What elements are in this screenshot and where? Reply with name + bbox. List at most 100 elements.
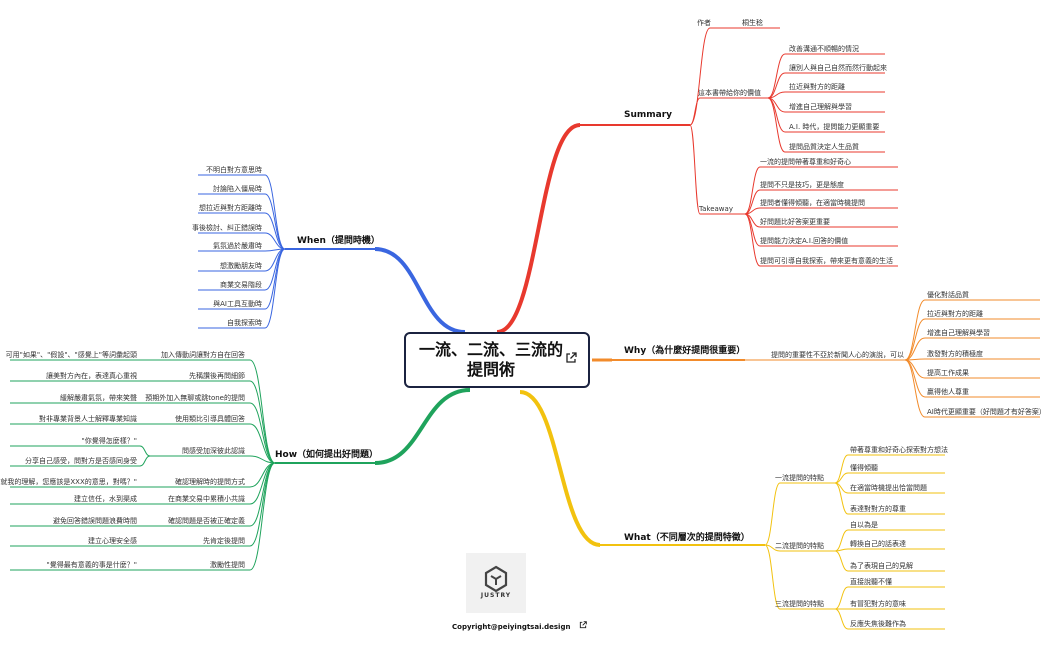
why-sub[interactable]: 提問的重要性不亞於新聞人心的演說，可以 <box>771 351 904 359</box>
value-item[interactable]: 拉近與對方的距離 <box>789 83 845 91</box>
connector-line <box>264 248 286 291</box>
value-item[interactable]: 改善溝通不順暢的情況 <box>789 45 859 53</box>
external-link-icon <box>579 621 587 631</box>
value-item[interactable]: 讓別人與自己自然而然行動起來 <box>789 64 887 72</box>
takeaway-item[interactable]: 好問題比好答案更重要 <box>760 218 830 226</box>
what-group-title[interactable]: 二流提問的特點 <box>775 542 824 550</box>
when-item[interactable]: 自我探索時 <box>227 319 262 327</box>
when-item[interactable]: 事後檢討、糾正錯誤時 <box>192 224 262 232</box>
how-sub-item[interactable]: 緩解嚴肅氣氛，帶來笑聲 <box>60 394 137 402</box>
connector-line <box>834 608 849 630</box>
when-item[interactable]: 想拉近與對方距離時 <box>199 204 262 212</box>
branch-why-label[interactable]: Why（為什麼好提問很重要） <box>624 346 746 356</box>
branch-how <box>374 388 471 465</box>
what-item[interactable]: 表達對對方的尊重 <box>850 505 906 513</box>
branch-how-label[interactable]: How（如何提出好問題） <box>275 450 379 460</box>
justry-logo: JUSTRY <box>466 553 526 613</box>
how-sub-item[interactable]: 建立信任，水到渠成 <box>74 495 137 503</box>
root-topic[interactable]: 一流、二流、三流的提問術 <box>404 332 590 388</box>
how-sub-item[interactable]: "就我的理解，您應該是XXX的意思，對嗎？" <box>0 478 137 486</box>
how-sub-item[interactable]: 對非專業背景人士解釋專業知識 <box>39 415 137 423</box>
why-item[interactable]: 拉近與對方的距離 <box>927 310 983 318</box>
when-item[interactable]: 商業交易階段 <box>220 281 262 289</box>
connector-line <box>249 380 276 464</box>
copyright-text[interactable]: Copyright@peiyingtsai.design <box>452 621 587 631</box>
why-item[interactable]: 優化對話品質 <box>927 291 969 299</box>
branch-summary-label[interactable]: Summary <box>624 110 673 120</box>
why-item[interactable]: 激發對方的積極度 <box>927 350 983 358</box>
when-item[interactable]: 想激勵朋友時 <box>220 262 262 270</box>
why-item[interactable]: 增進自己理解與學習 <box>927 329 990 337</box>
how-sub-item[interactable]: "你覺得怎麼樣？" <box>81 437 137 445</box>
how-item[interactable]: 確認問題是否被正確定義 <box>168 517 245 525</box>
connector-author <box>689 27 711 126</box>
connector-line <box>834 472 849 484</box>
value-item[interactable]: A.I. 時代，提問能力更顯重要 <box>789 123 880 131</box>
what-group-title[interactable]: 一流提問的特點 <box>775 474 824 482</box>
connector-line <box>904 318 926 361</box>
what-item[interactable]: 有冒犯對方的意味 <box>850 600 906 608</box>
author-key[interactable]: 作者 <box>697 19 711 27</box>
connector-line <box>249 423 276 464</box>
when-item[interactable]: 不明白對方意思時 <box>206 166 262 174</box>
branch-when-label[interactable]: When（提問時機） <box>297 236 380 246</box>
when-item[interactable]: 討論陷入僵局時 <box>213 185 262 193</box>
what-item[interactable]: 自以為是 <box>850 521 878 529</box>
why-item[interactable]: AI時代更顯重要（好問題才有好答案） <box>927 408 1046 416</box>
how-item[interactable]: 加入傳動詞讓對方自在回答 <box>161 351 245 359</box>
what-item[interactable]: 懂得傾聽 <box>850 464 878 472</box>
how-sub-item[interactable]: 建立心理安全感 <box>88 537 137 545</box>
copyright-label: Copyright@peiyingtsai.design <box>452 623 571 631</box>
connector-line <box>764 544 781 610</box>
author-name[interactable]: 桐生稔 <box>742 19 763 27</box>
what-item[interactable]: 直接說聽不懂 <box>850 578 892 586</box>
takeaway-item[interactable]: 提問可引導自我探索，帶來更有意義的生活 <box>760 257 893 265</box>
how-sub-item[interactable]: 可用"如果"、"假設"、"感覺上"等詞彙起頭 <box>5 351 137 359</box>
how-sub-item[interactable]: 讓美對方內在，表達真心重視 <box>46 372 137 380</box>
connector-line <box>834 586 849 610</box>
connector-line <box>139 455 151 467</box>
takeaway-item[interactable]: 提問不只是技巧，更是態度 <box>760 181 844 189</box>
how-item[interactable]: 激勵性提問 <box>210 561 245 569</box>
external-link-icon[interactable] <box>565 352 577 364</box>
connector-line <box>249 462 276 571</box>
how-item[interactable]: 使用類比引導具體回答 <box>175 415 245 423</box>
how-item[interactable]: 先肯定後提問 <box>203 537 245 545</box>
how-sub-item[interactable]: "覺得最有意義的事是什麼？" <box>46 561 137 569</box>
takeaway-item[interactable]: 提問者懂得傾聽，在適當時機提問 <box>760 199 865 207</box>
how-item[interactable]: 先稱讚後再問細節 <box>189 372 245 380</box>
what-item[interactable]: 轉換自己的話表達 <box>850 540 906 548</box>
what-item[interactable]: 帶著尊重和好奇心探索對方想法 <box>850 446 948 454</box>
what-item[interactable]: 在適當時機提出恰當問題 <box>850 484 927 492</box>
takeaway-item[interactable]: 提問能力決定A.I.回答的價值 <box>760 237 849 245</box>
value-item[interactable]: 提問品質決定人生品質 <box>789 143 859 151</box>
takeaway-item[interactable]: 一流的提問帶著尊重和好奇心 <box>760 158 851 166</box>
takeaway-title[interactable]: Takeaway <box>699 205 733 213</box>
how-item[interactable]: 問感受加深彼此認識 <box>182 447 245 455</box>
connector-line <box>139 445 151 457</box>
why-item[interactable]: 提高工作成果 <box>927 369 969 377</box>
how-item[interactable]: 預期外加入無聊或跳tone的提問 <box>145 394 245 402</box>
how-item[interactable]: 在商業交易中累積小共識 <box>168 495 245 503</box>
connector-line <box>904 337 926 361</box>
connector-line <box>744 189 761 215</box>
how-sub-item[interactable]: 避免回答錯誤問題浪費時間 <box>53 517 137 525</box>
why-item[interactable]: 贏得他人尊重 <box>927 388 969 396</box>
connector-line <box>834 454 849 484</box>
what-group-title[interactable]: 三流提問的特點 <box>775 600 824 608</box>
connector-line <box>767 72 786 99</box>
connector-line <box>834 482 849 515</box>
value-item[interactable]: 增進自己理解與學習 <box>789 103 852 111</box>
logo-text: JUSTRY <box>480 592 512 599</box>
branch-what-label[interactable]: What（不同層次的提問特徵） <box>624 533 750 543</box>
what-item[interactable]: 反應失焦後難作為 <box>850 620 906 628</box>
value-title[interactable]: 這本書帶給你的價值 <box>698 89 761 97</box>
when-item[interactable]: 氣氛過於嚴肅時 <box>213 242 262 250</box>
when-item[interactable]: 與AI工具互動時 <box>213 300 262 308</box>
branch-summary <box>496 123 581 334</box>
how-sub-item[interactable]: 分享自己感受，問對方是否感同身受 <box>25 457 137 465</box>
connector-line <box>744 213 761 267</box>
what-item[interactable]: 為了表現自己的見解 <box>850 562 913 570</box>
connector-line <box>767 97 786 153</box>
how-item[interactable]: 確認理解時的提問方式 <box>175 478 245 486</box>
